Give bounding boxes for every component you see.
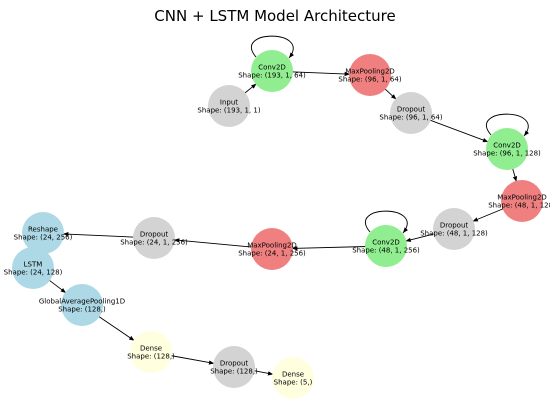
node-circle: [133, 217, 175, 259]
node-shape: Shape: (96, 1, 64): [338, 76, 401, 84]
node-label: MaxPooling2D: [247, 242, 297, 250]
node-circle: [501, 180, 543, 222]
edge-layer: [34, 71, 518, 376]
node-shape: Shape: (128,): [58, 306, 106, 314]
node-shape: Shape: (128,): [127, 353, 175, 361]
node-label: Dropout: [140, 231, 169, 239]
node-label: Reshape: [28, 226, 58, 234]
node-circle: [130, 331, 172, 373]
node-label: GlobalAveragePooling1D: [39, 298, 125, 306]
edge-dense_1-to-dropout_4: [169, 354, 215, 365]
node-label: Dropout: [220, 360, 249, 368]
edge-lstm-to-gap: [47, 279, 67, 294]
edge-conv2d_1-to-maxpool_1: [290, 71, 351, 77]
self-loop-conv2d_2: [486, 113, 530, 137]
node-circle: [349, 54, 391, 96]
node-shape: Shape: (48, 1, 256): [352, 247, 420, 255]
node-shape: Shape: (193, 1, 64): [238, 72, 306, 80]
node-shape: Shape: (193, 1, 1): [197, 107, 260, 115]
edge-dropout_3-to-reshape: [62, 231, 136, 238]
node-label: Conv2D: [372, 239, 400, 247]
edge-input-to-conv2d_1: [243, 83, 257, 95]
node-circle: [390, 92, 432, 134]
node-circle: [251, 50, 293, 92]
node-circle: [486, 128, 528, 170]
edge-dropout_2-to-conv2d_3: [405, 233, 436, 242]
diagram-title: CNN + LSTM Model Architecture: [154, 7, 395, 25]
edge-maxpool_3-to-dropout_3: [173, 238, 254, 248]
node-label: Dense: [140, 345, 162, 353]
node-shape: Shape: (48, 1, 128): [420, 230, 488, 238]
node-shape: Shape: (24, 256): [14, 234, 73, 242]
node-shape: Shape: (24, 128): [4, 269, 63, 277]
node-circle: [61, 284, 103, 326]
node-shape: Shape: (48, 1, 128): [488, 202, 550, 210]
node-circle: [22, 212, 64, 254]
node-shape: Shape: (24, 1, 256): [120, 239, 188, 247]
node-circle: [208, 85, 250, 127]
edge-dropout_1-to-conv2d_2: [428, 119, 489, 143]
node-label: LSTM: [24, 261, 43, 269]
node-label: Dropout: [397, 106, 426, 114]
node-circle: [251, 228, 293, 270]
node-circle: [272, 357, 314, 399]
self-loop-layer: [251, 35, 530, 234]
node-circle: [12, 247, 54, 289]
edge-gap-to-dense_1: [97, 315, 135, 342]
self-loop-conv2d_1: [251, 35, 295, 59]
node-circle: [365, 225, 407, 267]
self-loop-conv2d_3: [365, 210, 409, 234]
node-shape: Shape: (128,): [210, 368, 258, 376]
node-shape: Shape: (96, 1, 128): [473, 150, 541, 158]
edge-conv2d_3-to-maxpool_3: [291, 246, 368, 251]
node-circle: [213, 346, 255, 388]
node-shape: Shape: (5,): [274, 379, 313, 387]
edge-maxpool_2-to-dropout_2: [472, 207, 505, 222]
node-label: MaxPooling2D: [497, 194, 547, 202]
edge-conv2d_2-to-maxpool_2: [511, 167, 518, 182]
node-circle: [433, 208, 475, 250]
node-shape: Shape: (24, 1, 256): [238, 250, 306, 258]
node-label: Conv2D: [258, 64, 286, 72]
node-label: Dense: [282, 371, 304, 379]
node-label: Conv2D: [493, 142, 521, 150]
edge-maxpool_1-to-dropout_1: [383, 87, 397, 100]
edge-dropout_4-to-dense_2: [252, 370, 274, 376]
node-shape: Shape: (96, 1, 64): [379, 114, 442, 122]
node-label: Dropout: [440, 222, 469, 230]
node-label: MaxPooling2D: [345, 68, 395, 76]
node-label: Input: [220, 99, 238, 107]
